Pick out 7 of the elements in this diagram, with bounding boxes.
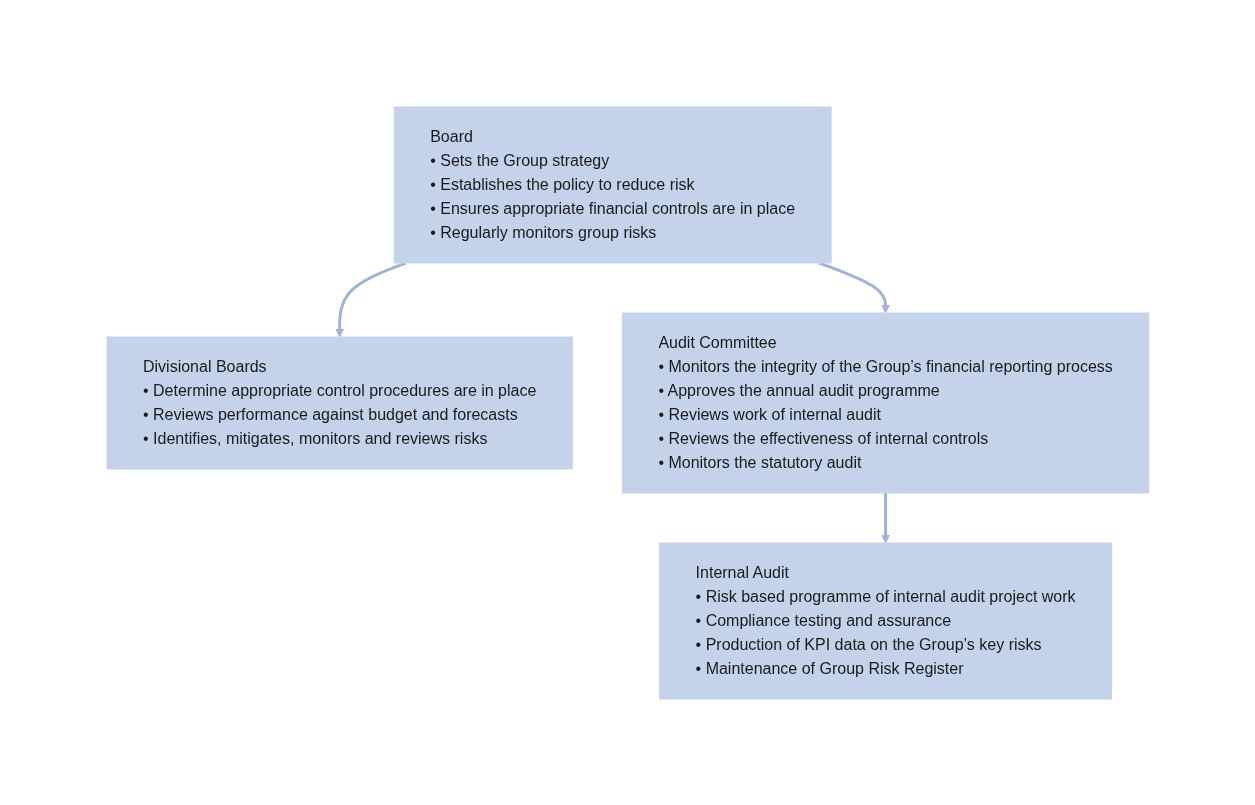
- arrow: [880, 492, 890, 543]
- node-box: Internal Audit • Risk based programme of internal audit project work • Compliance testing and assurance • Production of KPI data on the Group’s key risks • Maintenance of Group Risk Register: [658, 542, 1112, 699]
- node-box: Audit Committee • Monitors the integrity of the Group’s financial reporting process • Approves the annual audit programme • Reviews work of internal audit • Reviews the effectiveness of internal controls • Monitors the statutory audit: [621, 312, 1149, 493]
- node-box: Board • Sets the Group strategy • Establishes the policy to reduce risk • Ensures appropriate financial controls are in place • Regularly monitors group risks: [393, 106, 832, 263]
- arrow: [818, 261, 890, 313]
- arrow: [334, 261, 407, 337]
- node-box: Divisional Boards • Determine appropriate control procedures are in place • Reviews performance against budget and forecasts • Identifies, mitigates, monitors and reviews risks: [106, 336, 573, 469]
